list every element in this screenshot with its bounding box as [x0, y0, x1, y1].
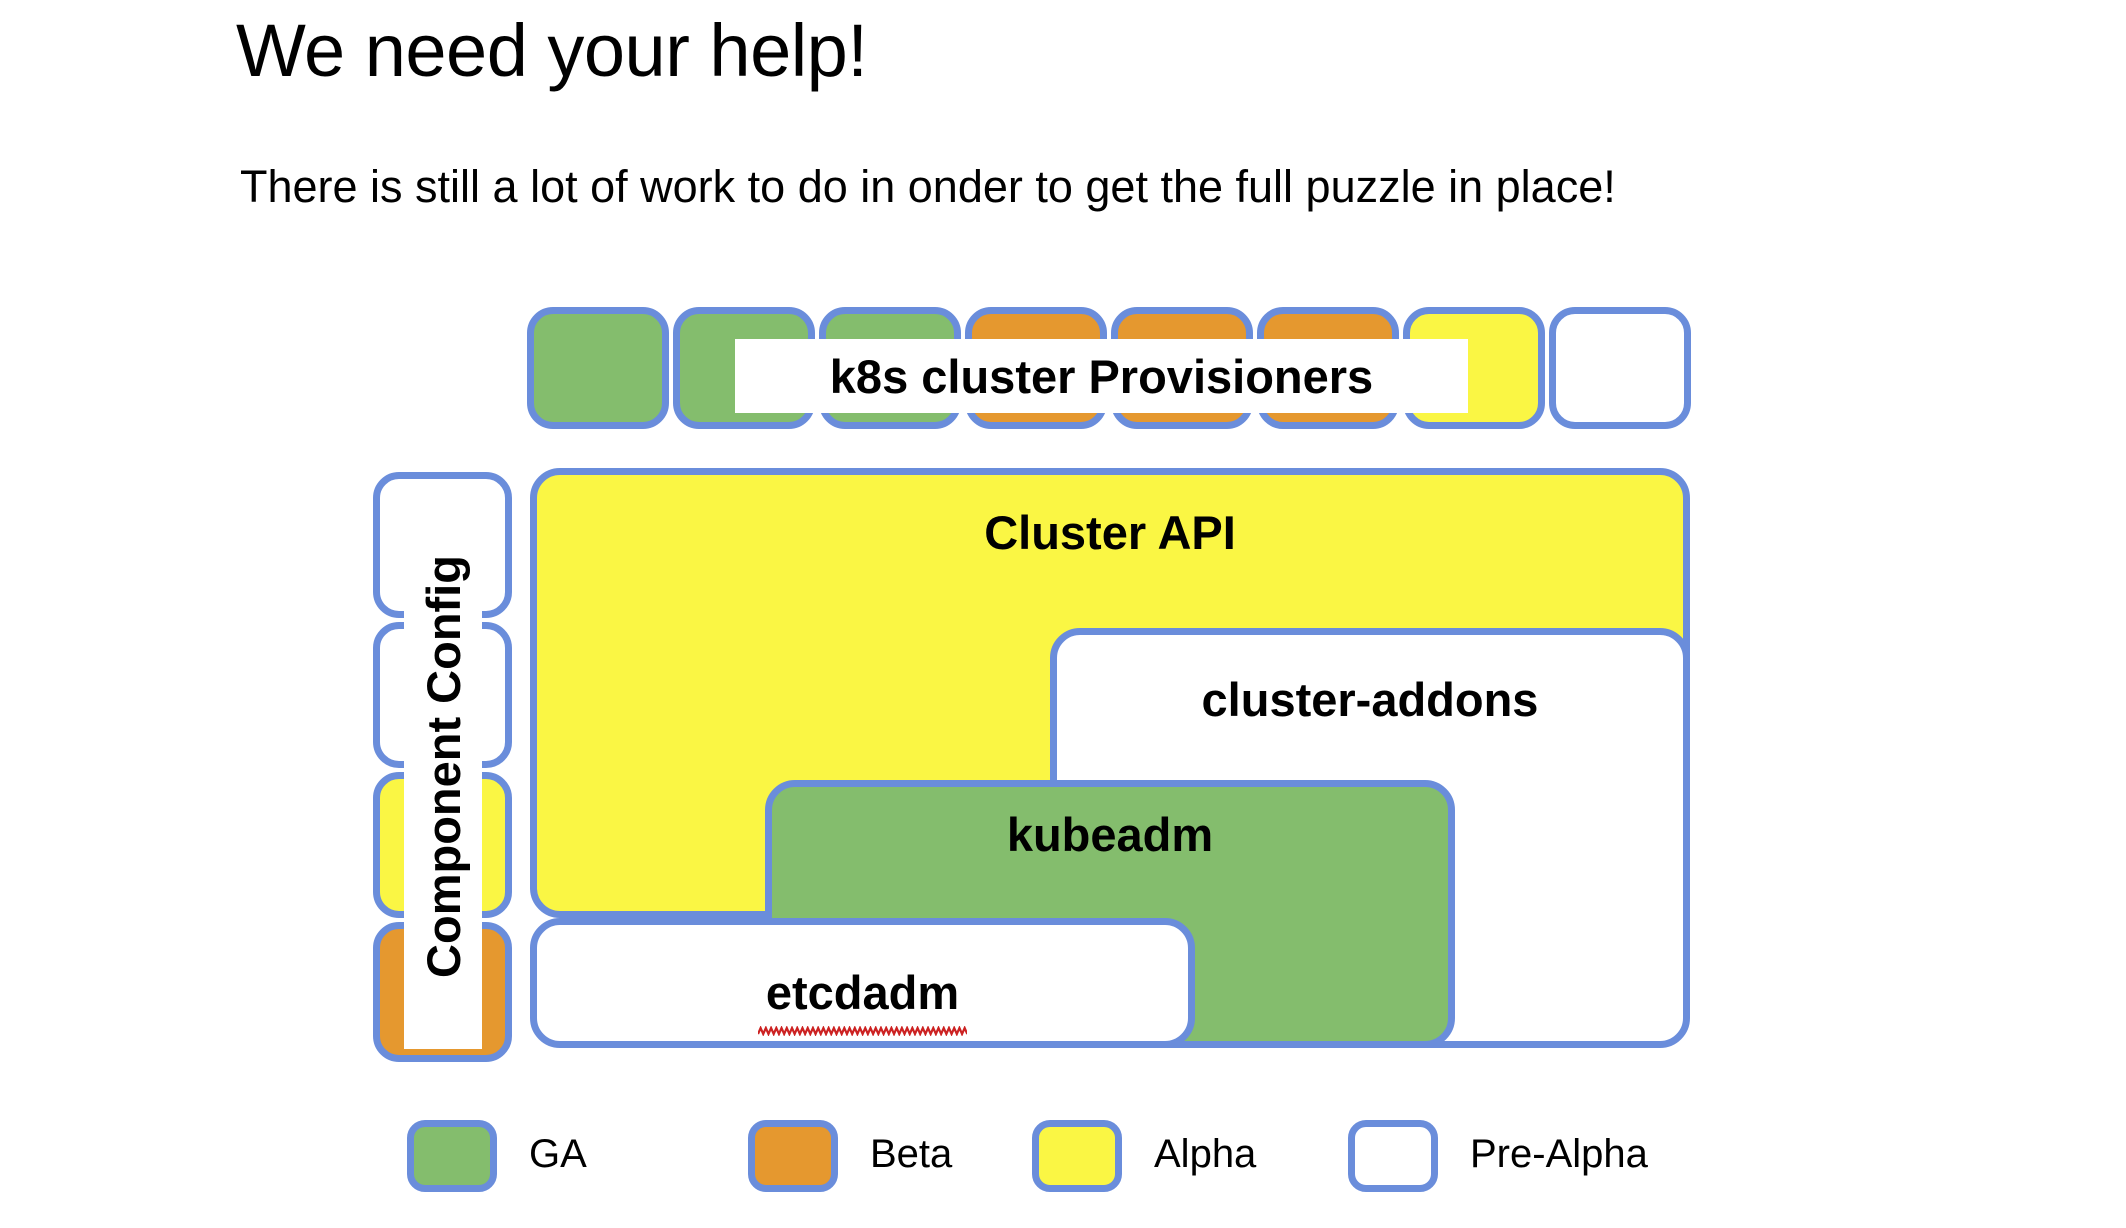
- legend-label-ga: GA: [529, 1132, 587, 1176]
- legend-label-alpha: Alpha: [1154, 1132, 1257, 1176]
- page-title: We need your help!: [236, 9, 868, 92]
- page-subtitle: There is still a lot of work to do in on…: [240, 161, 1616, 212]
- legend-swatch-alpha: [1032, 1120, 1122, 1192]
- block-etcdadm[interactable]: [530, 918, 1195, 1048]
- block-label-etcdadm: etcdadm: [766, 965, 959, 1020]
- block-label-cluster-api: Cluster API: [984, 506, 1236, 559]
- legend-swatch-ga: [407, 1120, 497, 1192]
- legend-label-prealpha: Pre-Alpha: [1470, 1132, 1648, 1176]
- block-label-etcdadm-wrapper: etcdadm: [530, 965, 1195, 1020]
- provisioner-tile-8[interactable]: [1549, 307, 1691, 429]
- block-label-cluster-addons: cluster-addons: [1201, 673, 1539, 726]
- component-config-label-plate: Component Config: [404, 483, 482, 1049]
- provisioners-label-plate: k8s cluster Provisioners: [735, 339, 1468, 413]
- provisioners-label: k8s cluster Provisioners: [829, 349, 1374, 403]
- block-label-etcdadm-text: etcdadm: [765, 966, 960, 1019]
- block-label-kubeadm: kubeadm: [1006, 808, 1214, 861]
- legend-swatch-beta: [748, 1120, 838, 1192]
- provisioner-tile-1[interactable]: [527, 307, 669, 429]
- spellcheck-squiggle-icon: [758, 1026, 967, 1036]
- legend-swatch-prealpha: [1348, 1120, 1438, 1192]
- legend-label-beta: Beta: [870, 1132, 953, 1176]
